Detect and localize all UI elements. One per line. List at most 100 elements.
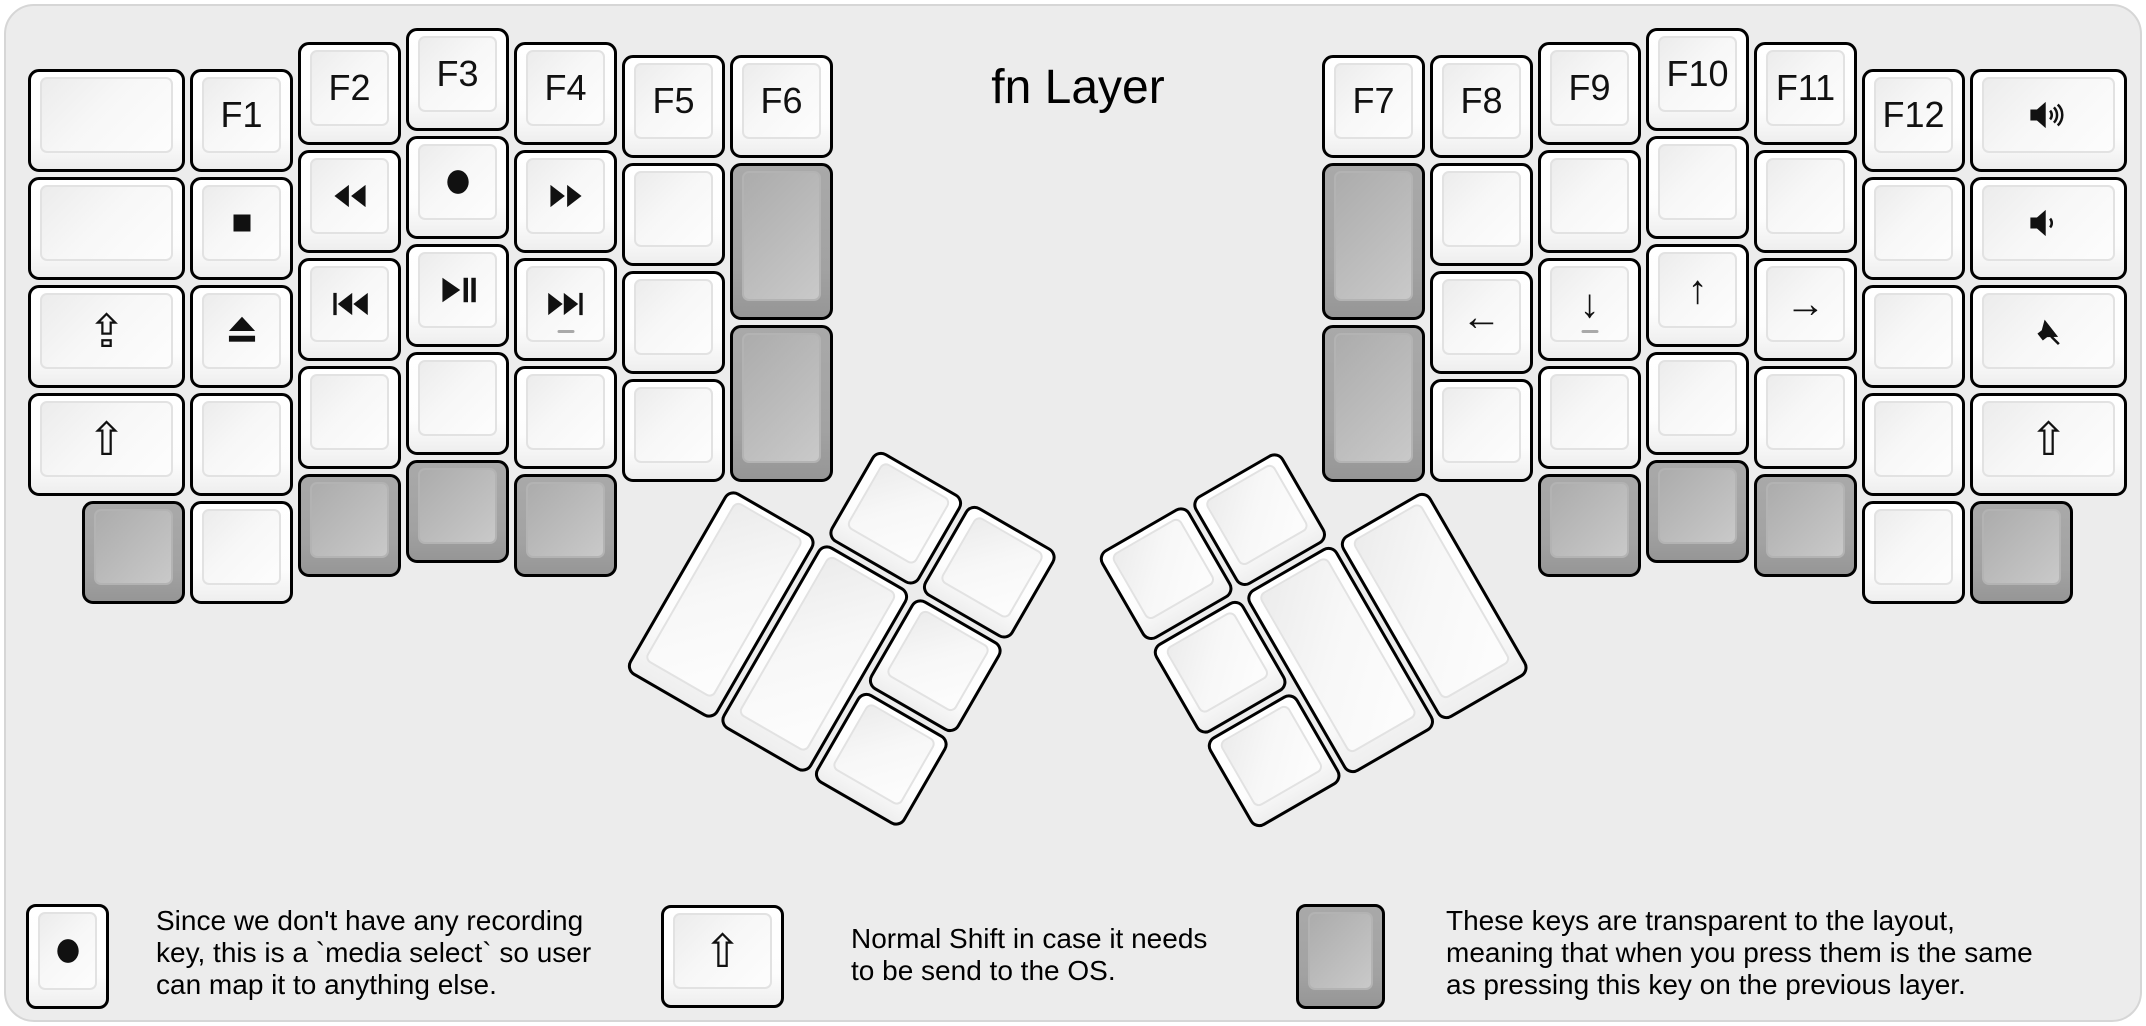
keycap-face: [1658, 360, 1737, 436]
keycap-face: [1550, 157, 1629, 234]
key-f3: F3: [406, 28, 509, 131]
blank-key: [622, 271, 725, 374]
key-f7: F7: [1322, 55, 1425, 158]
keycap-face: [418, 252, 497, 328]
transparent-key: [1970, 500, 2073, 604]
blank-key: [514, 365, 617, 469]
keycap-face: [1334, 333, 1413, 463]
key-f6: F6: [730, 55, 833, 158]
record-icon: [439, 163, 477, 201]
key-label: F5: [652, 80, 695, 121]
key-label: F10: [1666, 53, 1729, 94]
keycap-face: [202, 292, 281, 369]
keycap-face: [310, 157, 389, 234]
key-label: F7: [1352, 80, 1395, 121]
transparent-key: [82, 500, 185, 604]
key-label: F4: [544, 66, 587, 108]
blank-key: [622, 163, 725, 266]
layer-title: fn Layer: [991, 61, 1165, 114]
keycap-face: [1982, 184, 2115, 261]
legend-transparent-keys-key: [1296, 904, 1385, 1009]
keycap-face: F4: [526, 49, 605, 126]
keycap-face: [1982, 292, 2115, 369]
keycap-face: F6: [742, 63, 821, 139]
legend-line: key, this is a `media select` so user: [156, 937, 592, 968]
key-label: F8: [1460, 80, 1503, 121]
keycap-face: ⇧: [1982, 400, 2115, 477]
keycap-face: F8: [1442, 63, 1521, 139]
legend-line: to be send to the OS.: [851, 955, 1116, 986]
key-glyph: ⇪: [87, 304, 126, 357]
key-glyph: ←: [1461, 295, 1502, 339]
keycap-face: [526, 265, 605, 342]
keycap-face: [40, 184, 173, 261]
key-glyph: ⇧: [87, 412, 126, 465]
key-f1: F1: [190, 68, 293, 172]
keycap-face: [1982, 508, 2061, 585]
blank-key: [622, 379, 725, 482]
keycap-face: F10: [1658, 36, 1737, 112]
key-f11: F11: [1754, 41, 1857, 145]
keycap-face: [1308, 912, 1373, 990]
blank-key: [190, 392, 293, 496]
key-glyph: ↓: [1579, 281, 1600, 326]
transparent-key: [1754, 473, 1857, 577]
volume-down-key: [1970, 176, 2127, 280]
keycap-face: F2: [310, 49, 389, 126]
rewind-icon: [330, 178, 370, 214]
transparent-key: [1538, 473, 1641, 577]
blank-key: [1646, 352, 1749, 455]
keycap-face: ↓: [1550, 265, 1629, 342]
keycap-face: [1766, 481, 1845, 558]
keycap-face: [1110, 516, 1217, 622]
keycap-face: [94, 508, 173, 585]
legend-line: Since we don't have any recording: [156, 905, 584, 936]
keycap-face: [1164, 609, 1271, 716]
keycap-face: [1874, 184, 1953, 261]
blank-key: [1862, 500, 1965, 604]
blank-key: [190, 500, 293, 604]
key-f8: F8: [1430, 55, 1533, 158]
keycap-face: [1658, 468, 1737, 544]
blank-key: [1430, 379, 1533, 482]
blank-key: [1862, 392, 1965, 496]
keycap-face: [202, 508, 281, 585]
keycap-face: [1550, 481, 1629, 558]
legend-line: meaning that when you press them is the …: [1446, 937, 2033, 968]
record-media-select-key: [406, 136, 509, 239]
transparent-key: [1322, 163, 1425, 320]
keycap-face: [1218, 703, 1325, 809]
eject-icon: [223, 312, 261, 350]
transparent-key: [514, 473, 617, 577]
keycap-face: [634, 387, 713, 463]
keycap-face: [310, 265, 389, 342]
keycap-face: F12: [1874, 76, 1953, 153]
keycap-face: [634, 279, 713, 355]
legend-line: Normal Shift in case it needs: [851, 923, 1208, 954]
shift-key: ⇧: [1970, 392, 2127, 496]
keycap-face: [526, 373, 605, 450]
transparent-key: [730, 325, 833, 482]
blank-key: [1862, 176, 1965, 280]
key-glyph: →: [1785, 281, 1826, 326]
keycap-face: [742, 333, 821, 463]
keycap-face: →: [1766, 265, 1845, 342]
blank-key: [1862, 284, 1965, 388]
legend-media-select-key: [26, 904, 109, 1009]
key-glyph: ⇧: [2029, 412, 2068, 465]
rewind-key: [298, 149, 401, 253]
mute-icon: [2026, 313, 2072, 349]
transparent-key: [298, 473, 401, 577]
keycap-face: [634, 171, 713, 247]
key-glyph: ↑: [1687, 268, 1708, 312]
key-f2: F2: [298, 41, 401, 145]
keycap-face: [526, 157, 605, 234]
keycap-face: F5: [634, 63, 713, 139]
keycap-face: [310, 481, 389, 558]
transparent-key: [406, 460, 509, 563]
legend-normal-shift-key: ⇧: [661, 905, 784, 1008]
keycap-face: [1442, 171, 1521, 247]
blank-key: [1646, 136, 1749, 239]
